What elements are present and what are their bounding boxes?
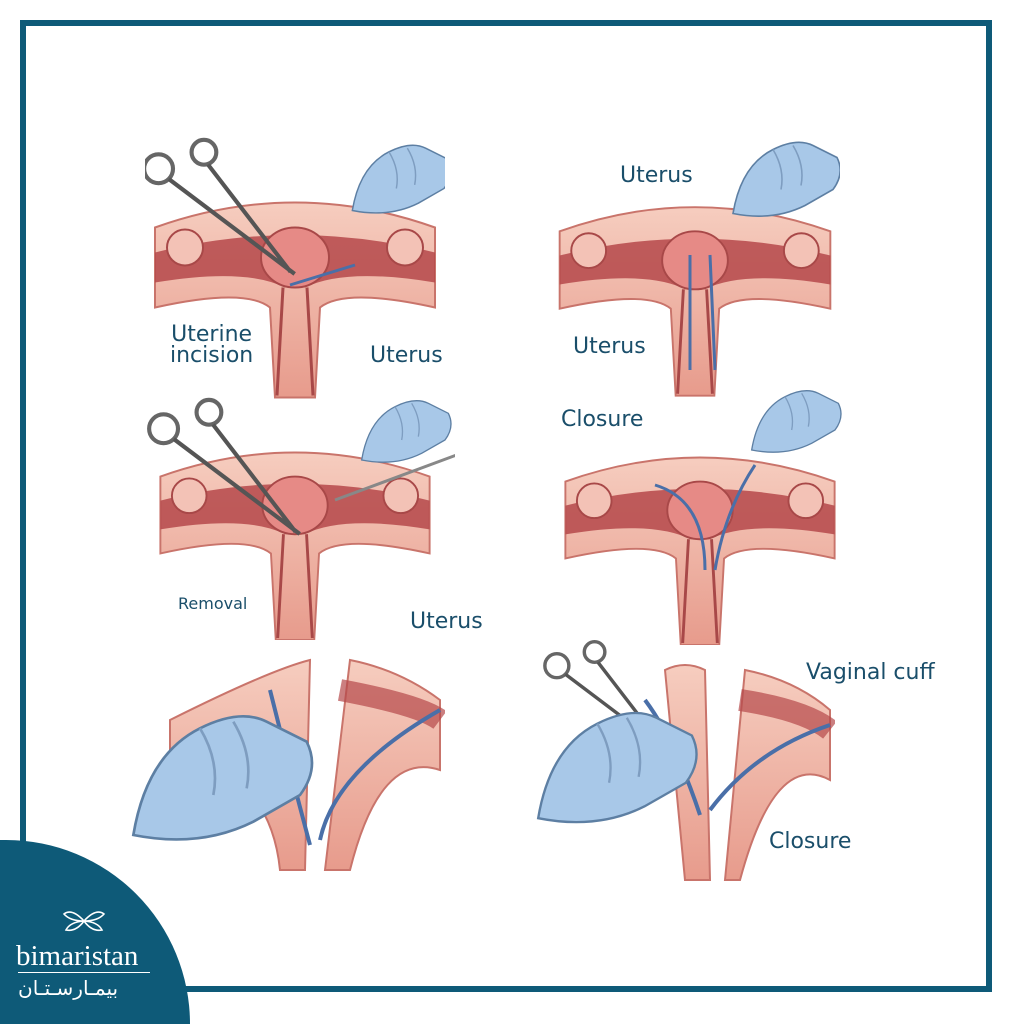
step-panel-4-closure	[563, 389, 842, 645]
step-panel-3-removal	[145, 390, 455, 640]
label-uterus-panel-2-bottom: Uterus	[573, 334, 646, 359]
label-removal: Removal	[178, 594, 248, 613]
label-uterus-panel-2-top: Uterus	[620, 163, 693, 188]
butterfly-logo-icon	[62, 911, 106, 932]
label-uterus-panel-5: Uterus	[410, 609, 483, 634]
label-uterine-incision: Uterine incision	[170, 322, 254, 368]
label-closure-panel-6: Closure	[769, 829, 852, 854]
label-uterus-panel-1: Uterus	[370, 343, 443, 368]
brand-name-arabic: بيمـارسـتـان	[18, 976, 119, 1000]
brand-name: bimaristan	[16, 940, 139, 972]
label-closure-panel-4: Closure	[561, 407, 644, 432]
brand-divider	[18, 972, 150, 973]
step-panel-6-vaginal-cuff-closure	[536, 640, 835, 881]
step-panel-1-uterine-incision	[145, 135, 445, 400]
step-panel-2-uterus-separation	[558, 141, 840, 398]
step-panel-5-uterus-retraction	[131, 658, 445, 871]
border-frame	[20, 20, 992, 992]
label-vaginal-cuff: Vaginal cuff	[806, 660, 935, 685]
